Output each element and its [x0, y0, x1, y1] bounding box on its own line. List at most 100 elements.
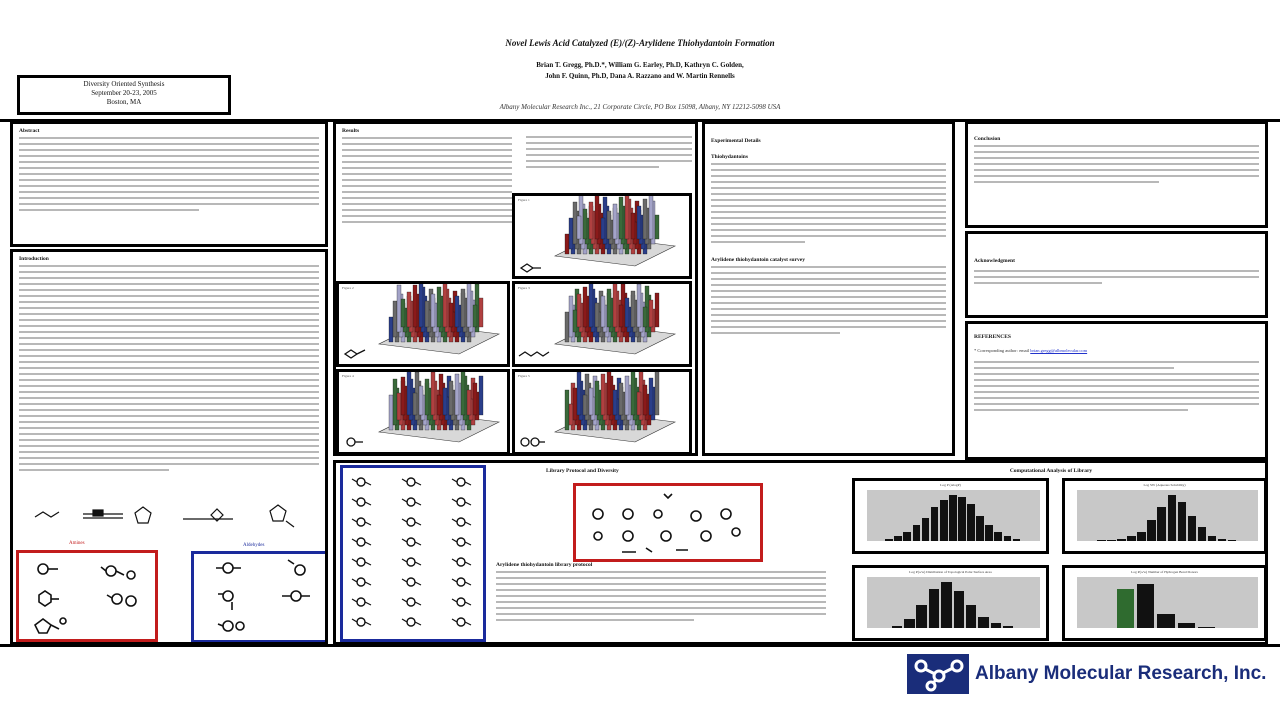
figure-1: Figure 1 [512, 193, 692, 279]
abstract-title: Abstract [19, 128, 40, 134]
library-bond [451, 518, 472, 526]
figure-bar [648, 377, 654, 416]
figure-bar [400, 376, 406, 416]
figure-1-label: Figure 1 [518, 198, 530, 202]
figure-bar [582, 394, 588, 416]
figure-bar [454, 295, 460, 328]
figure-bar [424, 378, 430, 416]
library-molecule [356, 577, 366, 587]
figure-bar [466, 389, 472, 416]
figure-bar [588, 387, 594, 416]
figure-bar [594, 302, 600, 328]
library-bond [351, 498, 372, 506]
library-bond [451, 498, 472, 506]
library-molecule [356, 557, 366, 567]
conclusion-text [974, 145, 1259, 183]
chart-logsw-title: Log SW (Aqueous Solubility) [1143, 483, 1186, 487]
figure-bar [606, 372, 612, 416]
chart-bar [1197, 626, 1215, 628]
library-molecule [406, 597, 416, 607]
figure-bar [648, 196, 654, 240]
aldehydes-label: Aldehydes [243, 543, 265, 548]
chart-bar [1147, 520, 1156, 541]
references-panel: REFERENCES * Corresponding author: email… [965, 321, 1268, 460]
chart-bar [994, 531, 1003, 541]
figure-bar [582, 208, 588, 240]
figure-bar [418, 385, 424, 416]
chart-bar [1227, 540, 1237, 541]
chart-bar [958, 497, 966, 541]
chart-bar [1003, 536, 1012, 541]
chart-tpsa: Log P(o/w) Distribution of Topological P… [852, 565, 1049, 641]
amines-structures [33, 563, 137, 634]
experimental-title: Experimental Details [711, 138, 761, 144]
chart-bar [912, 524, 921, 541]
experimental-panel: Experimental Details Thiohydantoins Aryl… [702, 121, 955, 456]
acknowledgment-text [974, 270, 1259, 284]
figure-bar [576, 372, 582, 416]
library-structures-box [340, 465, 486, 642]
figure-bar [630, 372, 636, 416]
catalyst-survey-title: Arylidene thiohydantoin catalyst survey [711, 257, 805, 263]
references-list [974, 361, 1259, 411]
library-molecule [356, 597, 366, 607]
library-bond [401, 598, 422, 606]
chart-bar [1137, 531, 1146, 541]
corresponding-author-label: * Corresponding author: email [974, 348, 1030, 353]
chart-bar [985, 524, 994, 541]
figure-bar [436, 286, 442, 328]
acknowledgment-title: Acknowledgment [974, 258, 1015, 264]
figure-bar [400, 298, 406, 328]
figure-bar [618, 304, 624, 328]
figure-bar [424, 300, 430, 328]
reaction-scheme [23, 497, 323, 537]
top-separator [0, 119, 1280, 122]
conference-line-1: Diversity Oriented Synthesis [83, 80, 165, 88]
figure-bar [392, 300, 398, 338]
chart-bar [1217, 538, 1227, 541]
chart-bar [976, 515, 984, 541]
library-molecule [456, 537, 466, 547]
chart-bar [1197, 527, 1207, 541]
chart-bar [1002, 626, 1014, 628]
library-bond [401, 518, 422, 526]
chart-bar [921, 518, 930, 541]
figure-3: Figure 3 [512, 281, 692, 367]
library-bond [401, 558, 422, 566]
chart-bar [1177, 623, 1195, 628]
figure-bar [460, 372, 466, 416]
logo-text: Albany Molecular Research, Inc. [975, 663, 1267, 684]
library-molecule [456, 477, 466, 487]
figure-2-label: Figure 2 [342, 286, 354, 290]
figure-bar [642, 384, 648, 416]
chart-hbd-title: Log P(o/w) Number of Hydrogen Bond Donor… [1131, 570, 1198, 574]
figure-bar [442, 284, 448, 328]
figure-bar [630, 290, 636, 328]
figure-bar [642, 306, 648, 328]
chart-bar [953, 591, 964, 628]
figure-3-label: Figure 3 [518, 286, 530, 290]
aldehydes-box [191, 551, 325, 642]
figure-bar [430, 293, 436, 328]
chart-logsw-plot [1077, 490, 1258, 541]
library-molecule [356, 477, 366, 487]
library-molecule [356, 537, 366, 547]
figure-bar [564, 311, 570, 343]
chart-tpsa-plot [867, 577, 1040, 628]
figure-bar [396, 392, 402, 421]
chart-bar [891, 625, 903, 628]
chart-bar [916, 605, 927, 628]
figure-bar [624, 375, 630, 416]
corresponding-email-link[interactable]: brian.gregg@albmolecular.com [1030, 348, 1088, 353]
figure-bar [572, 387, 578, 421]
figure-bar [612, 284, 618, 328]
figure-bar [388, 316, 394, 343]
library-bond [351, 558, 372, 566]
library-bond [451, 538, 472, 546]
library-molecule [356, 497, 366, 507]
figure-bar [588, 201, 594, 240]
figure-4: Figure 4 [336, 369, 510, 455]
library-molecule [456, 557, 466, 567]
library-molecule [456, 597, 466, 607]
figure-5-plot [520, 372, 677, 447]
